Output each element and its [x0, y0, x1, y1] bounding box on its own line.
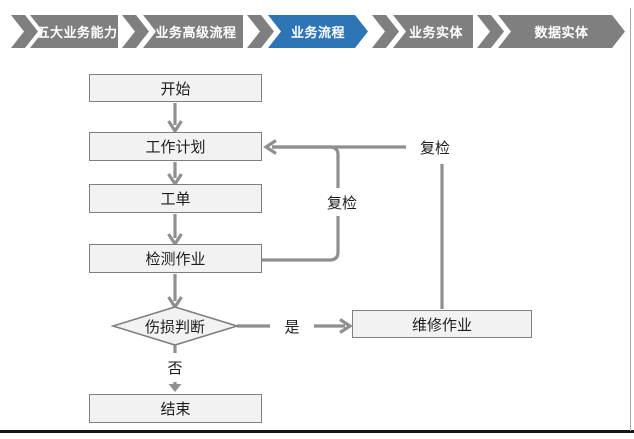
slide-bottom-border: [0, 430, 634, 433]
arrowhead-right-icon: [339, 318, 353, 334]
stage-tab-five-capabilities: 五大业务能力: [30, 15, 118, 48]
flow-node-inspection: 检测作业: [89, 244, 262, 273]
edge-label-recheck-inner: 复检: [316, 188, 368, 216]
edge-label-yes: 是: [270, 312, 314, 340]
connector-recheck-outer: [272, 145, 444, 309]
stage-tab-high-level-process: 业务高级流程: [143, 15, 243, 48]
stage-tab-data-entity: 数据实体: [498, 15, 625, 48]
flow-node-work-plan: 工作计划: [89, 132, 262, 161]
arrowhead-down-small-icon: [168, 384, 182, 392]
stage-tab-business-process-active: 业务流程: [268, 15, 368, 48]
flow-node-damage-decision: 伤损判断: [144, 318, 205, 336]
slide-right-border: [630, 8, 631, 431]
edge-label-recheck-outer: 复检: [406, 131, 464, 164]
decision-diamond-shape: [110, 306, 240, 346]
flow-node-start: 开始: [89, 74, 262, 102]
edge-label-no: 否: [156, 353, 194, 382]
flow-node-work-order: 工单: [89, 184, 262, 213]
flow-node-repair: 维修作业: [352, 310, 532, 338]
arrowhead-left-icon: [263, 139, 277, 155]
arrowhead-down-icon: [167, 120, 183, 134]
flow-node-end: 结束: [89, 394, 262, 423]
stage-tab-business-entity: 业务实体: [393, 15, 473, 48]
